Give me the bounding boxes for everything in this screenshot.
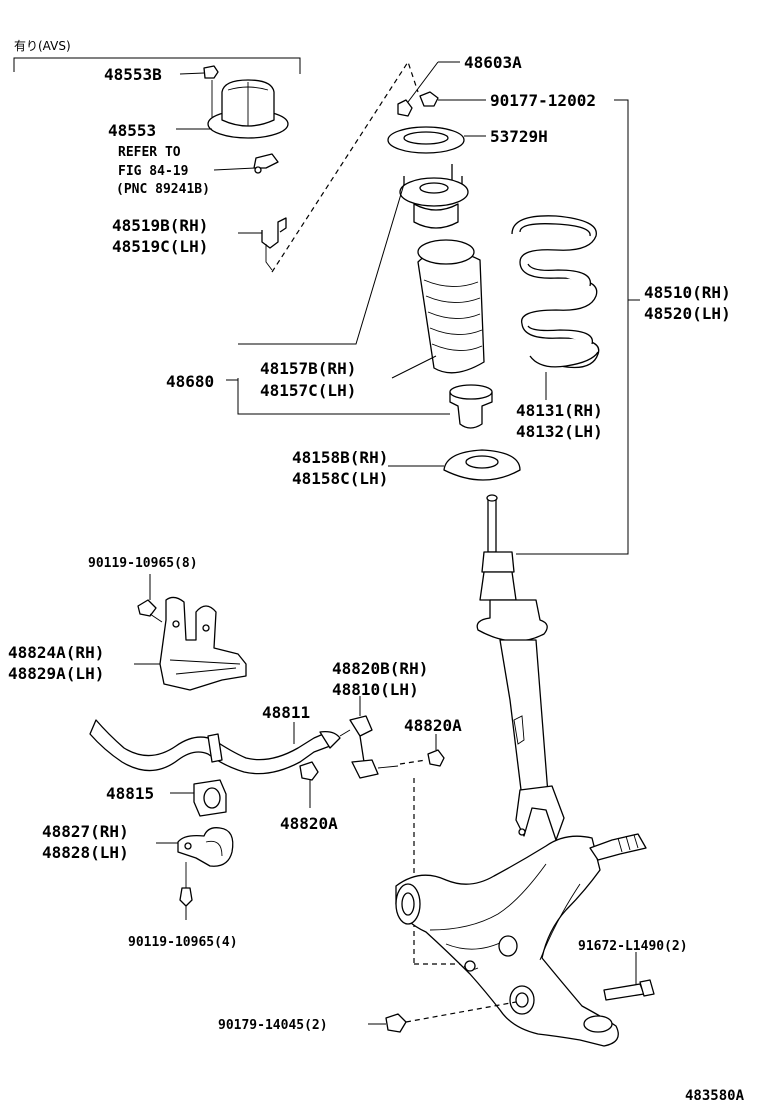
coil-spring	[511, 215, 600, 369]
label-48132: 48132(LH)	[516, 422, 603, 441]
label-48828: 48828(LH)	[42, 843, 129, 862]
label-48131: 48131(RH)	[516, 401, 603, 420]
label-48158C: 48158C(LH)	[292, 469, 388, 488]
label-48157B: 48157B(RH)	[260, 359, 356, 378]
actuator-48553	[207, 79, 289, 139]
bracket-48827	[177, 827, 234, 867]
avs-header: 有り(AVS)	[14, 39, 71, 53]
bump-stop	[449, 384, 493, 429]
connector-89241B	[253, 153, 279, 174]
refer-note-line3: (PNC 89241B)	[116, 182, 210, 197]
label-90119-b: 90119-10965(4)	[128, 935, 238, 950]
ball-joint-stud	[589, 833, 647, 861]
label-48820A-top: 48820A	[404, 716, 462, 735]
nut-48553B	[203, 65, 219, 79]
bushing-48815	[193, 779, 227, 817]
label-48810: 48810(LH)	[332, 680, 419, 699]
label-48815: 48815	[106, 784, 154, 803]
avs-group: 有り(AVS)	[13, 39, 301, 74]
plate-53729H	[387, 126, 465, 154]
label-48553B: 48553B	[104, 65, 162, 84]
label-48680: 48680	[166, 372, 214, 391]
bolt-91672	[603, 979, 655, 1001]
label-48158B: 48158B(RH)	[292, 448, 388, 467]
label-90179: 90179-14045(2)	[218, 1018, 328, 1033]
label-90177: 90177-12002	[490, 91, 596, 110]
label-48827: 48827(RH)	[42, 822, 129, 841]
bolt-90119-a	[137, 599, 163, 623]
nut-48820A-right	[427, 749, 445, 767]
label-48510: 48510(RH)	[644, 283, 731, 302]
refer-note-line1: REFER TO	[118, 145, 181, 160]
label-48520: 48520(LH)	[644, 304, 731, 323]
nut-48820A-left	[299, 761, 319, 781]
label-48553: 48553	[108, 121, 156, 140]
nut-90179	[385, 1013, 407, 1033]
bracket-48519	[261, 217, 287, 271]
shock-absorber	[476, 494, 565, 841]
upper-support	[399, 164, 469, 229]
label-48157C: 48157C(LH)	[260, 381, 356, 400]
spring-seat-48158	[443, 449, 521, 481]
avs-link-dashed	[271, 60, 419, 273]
stabilizer-link-48820B	[339, 715, 399, 779]
label-48603A: 48603A	[464, 53, 522, 72]
label-53729H: 53729H	[490, 127, 548, 146]
label-91672: 91672-L1490(2)	[578, 939, 688, 954]
label-48519C: 48519C(LH)	[112, 237, 208, 256]
label-48519B: 48519B(RH)	[112, 216, 208, 235]
bolt-90119-b	[179, 862, 193, 907]
nut-48603A	[397, 99, 413, 117]
label-90119-a: 90119-10965(8)	[88, 556, 198, 571]
label-48829A: 48829A(LH)	[8, 664, 104, 683]
bracket-48824A	[159, 596, 247, 691]
label-48820B: 48820B(RH)	[332, 659, 428, 678]
nut-90177	[419, 91, 439, 107]
stabilizer-bar-48811	[89, 719, 341, 775]
label-48811: 48811	[262, 703, 310, 722]
label-48824A: 48824A(RH)	[8, 643, 104, 662]
figure-id: 483580A	[685, 1088, 745, 1104]
lower-control-arm	[395, 835, 619, 1047]
dust-boot-48157	[417, 239, 485, 374]
refer-note-line2: FIG 84-19	[118, 164, 188, 179]
label-48820A-bottom: 48820A	[280, 814, 338, 833]
